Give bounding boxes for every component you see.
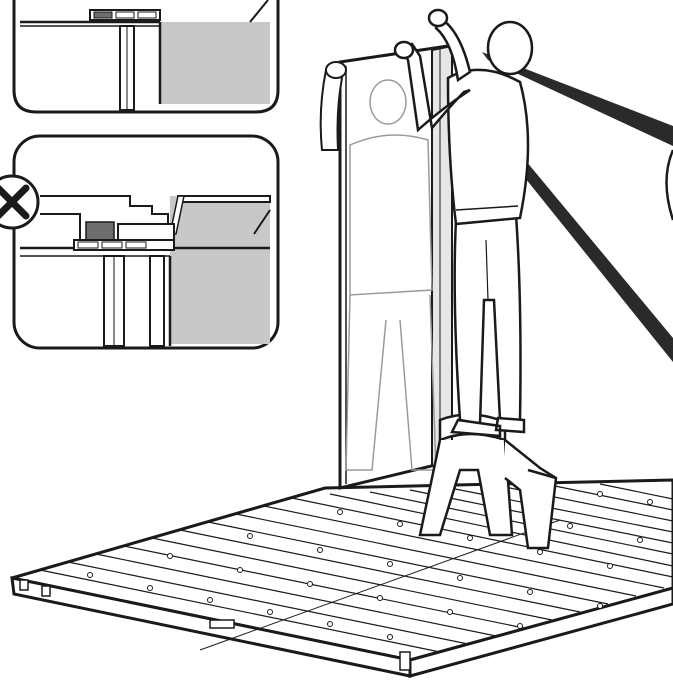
stool-body bbox=[418, 439, 514, 537]
floor-seam bbox=[199, 519, 561, 651]
strap-loop bbox=[665, 149, 673, 221]
floor-deck bbox=[10, 478, 673, 678]
person-left-arm bbox=[319, 61, 347, 151]
strap-upper bbox=[482, 52, 673, 146]
person-head bbox=[486, 20, 534, 76]
person-shoes bbox=[450, 416, 526, 438]
person-torso bbox=[446, 68, 530, 226]
detail-inset-incorrect bbox=[12, 134, 280, 350]
person-ghost-outline bbox=[345, 79, 437, 471]
floor-notches bbox=[19, 579, 411, 671]
stool-step bbox=[504, 439, 558, 550]
incorrect-x-icon bbox=[0, 174, 40, 230]
person-assembling bbox=[393, 8, 534, 438]
wall-panel bbox=[338, 44, 453, 490]
floor-boards bbox=[39, 483, 673, 653]
person-legs bbox=[453, 213, 522, 426]
detail-inset-top bbox=[12, 0, 280, 114]
